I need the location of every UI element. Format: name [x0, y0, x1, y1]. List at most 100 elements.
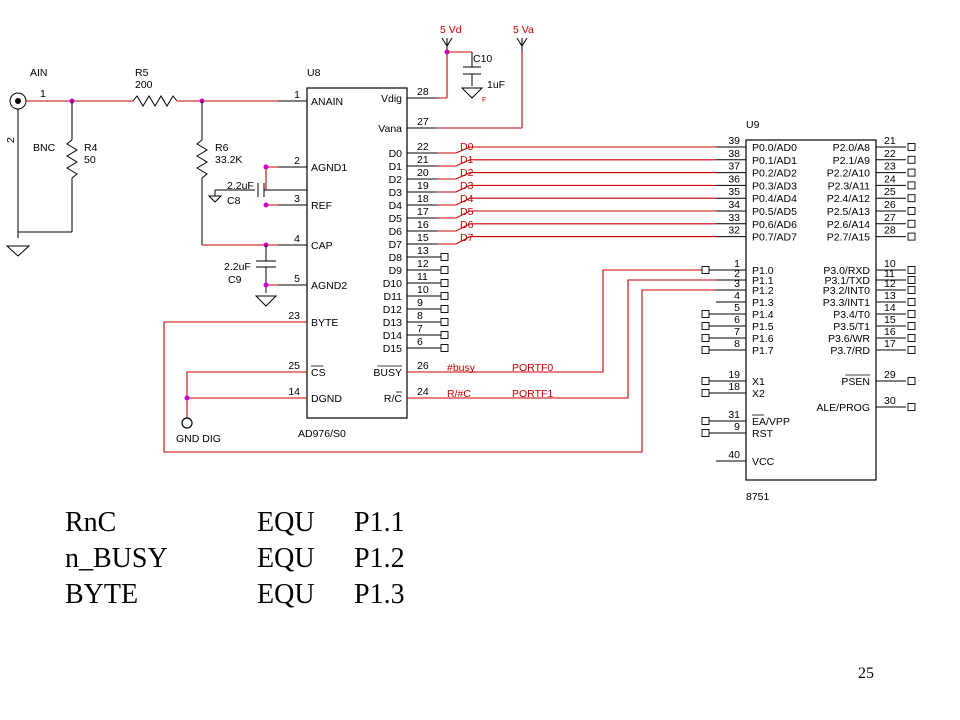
- u9-pin-number: 36: [728, 173, 740, 185]
- u9-pin-number: 6: [734, 314, 740, 326]
- u8-pin-name: D4: [389, 200, 403, 212]
- data-net-label: D7: [460, 232, 474, 244]
- u8-pin-name: AGND2: [311, 280, 347, 292]
- data-bus-wire: [437, 197, 716, 206]
- bnc-pin2-number: 2: [5, 137, 17, 143]
- equate-port: P1.1: [354, 507, 405, 538]
- u9-pin-name: VCC: [752, 456, 775, 468]
- u9-pin-name: P0.3/AD3: [752, 180, 797, 192]
- r4-value: 50: [84, 154, 96, 166]
- u8-pin-name: D8: [389, 252, 403, 264]
- c9-value: 2.2uF: [224, 261, 251, 273]
- u8-left-pins: 1ANAIN2AGND13REF4CAP5AGND223BYTE25CS14DG…: [278, 89, 347, 405]
- u8-pin-name: BYTE: [311, 317, 338, 329]
- u9-pin-name: P1.0: [752, 265, 774, 277]
- u8-pin-name: D14: [383, 330, 402, 342]
- u8-pin-number: 11: [417, 271, 428, 283]
- u9-pin-name: EA/VPP: [752, 416, 790, 428]
- u9-pin-name: P1.6: [752, 333, 774, 345]
- u8-pin-number: 5: [294, 273, 300, 285]
- vd-supply-label: 5 Vd: [440, 24, 462, 36]
- u8-pin-number: 3: [294, 193, 300, 205]
- u9-pin-number: 2: [734, 268, 740, 280]
- equate-row: n_BUSY EQU P1.2: [65, 541, 405, 577]
- capacitor-c10: [460, 52, 484, 99]
- r6-value: 33.2K: [215, 154, 242, 166]
- u8-pin-number: 13: [417, 245, 429, 257]
- u8-pin-number: 14: [288, 386, 300, 398]
- u9-pin-number: 17: [884, 338, 896, 350]
- gnd-dig-terminal-icon: [181, 417, 193, 429]
- u9-pin-name: P2.7/A15: [827, 232, 870, 244]
- no-connect-marker: [907, 168, 916, 177]
- data-net-label: D0: [460, 141, 474, 153]
- u9-pin-number: 14: [884, 302, 896, 314]
- gnd-dig-label: GND DIG: [176, 433, 221, 445]
- u8-pin-number: 21: [417, 154, 429, 166]
- u8-pin-number: 27: [417, 116, 429, 128]
- u9-pin-name: P2.3/A11: [828, 180, 871, 192]
- u9-pin-name: P3.1/TXD: [824, 275, 870, 287]
- data-net-label: D2: [460, 167, 474, 179]
- u8-part: AD976/S0: [298, 428, 346, 440]
- u8-pin-number: 20: [417, 167, 429, 179]
- capacitor-c8: [207, 183, 307, 203]
- u8-pin-name: Vana: [378, 123, 402, 135]
- u8-pin-name: DGND: [311, 393, 342, 405]
- u9-pin-number: 40: [728, 449, 740, 461]
- u8-pin-name: Vdig: [381, 93, 402, 105]
- u9-pin-number: 15: [884, 314, 896, 326]
- equate-row: BYTE EQU P1.3: [65, 577, 405, 613]
- equate-port: P1.2: [354, 543, 405, 574]
- u9-part: 8751: [746, 491, 770, 503]
- u9-pin-number: 39: [728, 135, 740, 147]
- u8-pin-number: 6: [417, 336, 423, 348]
- u8-pin-name: D11: [384, 291, 403, 303]
- c10-name: C10: [473, 53, 492, 65]
- no-connect-marker: [907, 266, 916, 274]
- u9-pin-name: P3.3/INT1: [823, 297, 870, 309]
- ain-label: AIN: [30, 67, 48, 79]
- portf0-net-label: PORTF0: [512, 362, 553, 374]
- u9-pin-number: 24: [884, 173, 896, 185]
- u9-pin-number: 33: [728, 212, 740, 224]
- u8-pin-name: D10: [383, 278, 402, 290]
- u8-pin-name: CAP: [311, 240, 333, 252]
- u9-pin-name: P0.4/AD4: [752, 193, 797, 205]
- equate-directive: EQU: [257, 507, 315, 538]
- u9-pin-name: P2.6/A14: [827, 219, 870, 231]
- u9-pin-name: P1.4: [752, 309, 774, 321]
- u8-pin-number: 18: [417, 193, 429, 205]
- data-net-label: D3: [460, 180, 474, 192]
- u9-pin-name: P0.0/AD0: [752, 142, 797, 154]
- rc-net-label: R/#C: [447, 388, 471, 400]
- u8-pin-number: 23: [288, 310, 300, 322]
- c9-name: C9: [228, 274, 242, 286]
- data-bus-wire: [437, 223, 716, 232]
- u9-pin-number: 22: [884, 148, 896, 160]
- no-connect-marker: [907, 346, 916, 354]
- r5-value: 200: [135, 79, 153, 91]
- u9-pin-name: P3.4/T0: [833, 309, 870, 321]
- u9-pin-name: P3.2/INT0: [823, 285, 870, 297]
- no-connect-marker: [701, 266, 710, 274]
- portf1-net-label: PORTF1: [512, 388, 553, 400]
- u9-pin-name: P2.0/A8: [833, 142, 871, 154]
- u9-pin-number: 8: [734, 338, 740, 350]
- u9-pin-name: P0.1/AD1: [752, 155, 797, 167]
- no-connect-marker: [907, 322, 916, 330]
- u9-pin-name: P0.6/AD6: [752, 219, 797, 231]
- u8-pin-name: D12: [383, 304, 402, 316]
- u9-pin-number: 29: [884, 369, 896, 381]
- u8-pin-number: 24: [417, 386, 429, 398]
- u9-pin-number: 32: [728, 225, 740, 237]
- u8-pin-name: D0: [389, 148, 403, 160]
- u9-pin-number: 23: [884, 161, 896, 173]
- u9-pin-number: 34: [728, 199, 740, 211]
- u9-pin-number: 11: [884, 268, 895, 280]
- no-connect-marker: [701, 310, 710, 318]
- u9-pin-name: P1.5: [752, 321, 774, 333]
- u9-pin-name: PSEN: [841, 376, 870, 388]
- u8-pin-name: D7: [389, 239, 403, 251]
- data-net-label: D4: [460, 193, 474, 205]
